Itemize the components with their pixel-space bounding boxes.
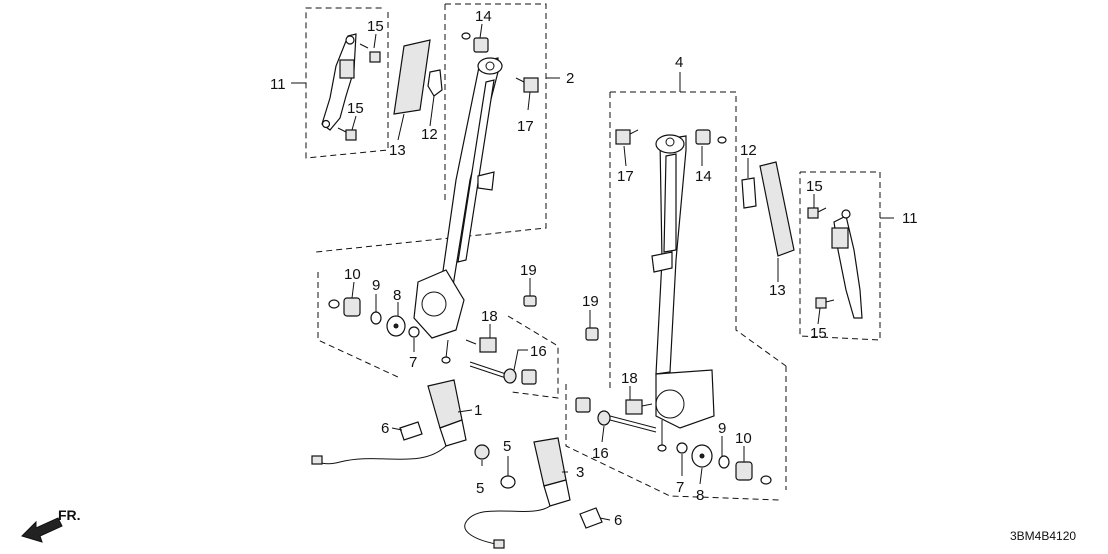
callout-12: 12 (421, 126, 438, 143)
bolt-16-left (469, 361, 517, 384)
callout-10: 10 (735, 430, 752, 447)
cover-13-left (393, 39, 431, 115)
nut-19-right (585, 327, 599, 341)
leader-lines (291, 23, 894, 521)
bolt-15-lower-right (815, 297, 835, 309)
callout-13: 13 (389, 142, 406, 159)
washer-5-upper (474, 444, 490, 460)
cover-13-right (759, 161, 795, 257)
washer-14-left (461, 32, 471, 40)
boot-6-right (579, 507, 603, 529)
boot-6-left (399, 421, 423, 441)
spacer-14-left (473, 37, 489, 53)
diagram-code: 3BM4B4120 (1010, 529, 1076, 543)
bolt-15-upper-left (359, 43, 381, 63)
spacer-10-right (735, 461, 753, 481)
callout-15: 15 (806, 178, 823, 195)
ring-9-right (718, 455, 730, 469)
bolt-18-right (625, 399, 653, 415)
callout-8: 8 (696, 487, 704, 504)
callout-15: 15 (810, 325, 827, 342)
callout-6: 6 (381, 420, 389, 437)
buckle-3 (464, 437, 571, 549)
cap-left (521, 369, 537, 385)
washer-7-right (676, 442, 688, 454)
front-direction-arrow: FR. (21, 507, 81, 543)
callout-16: 16 (530, 343, 547, 360)
bolt-15-upper-right (807, 207, 827, 219)
bolt-17-right (615, 129, 639, 145)
callout-13: 13 (769, 282, 786, 299)
upper-anchor-right (831, 209, 863, 319)
washer-5-lower (500, 475, 516, 489)
guide-12-right (741, 177, 757, 209)
callout-19: 19 (582, 293, 599, 310)
seat-belt-right (651, 134, 715, 452)
callout-1: 1 (474, 402, 482, 419)
washer-small-right (760, 475, 772, 485)
washer-small-left (328, 299, 340, 309)
spacer-14-right (695, 129, 711, 145)
upper-anchor-left (321, 33, 357, 131)
callout-15: 15 (347, 100, 364, 117)
bolt-15-lower-left (337, 127, 357, 141)
callout-2: 2 (566, 70, 574, 87)
callout-10: 10 (344, 266, 361, 283)
callout-5: 5 (476, 480, 484, 497)
callout-16: 16 (592, 445, 609, 462)
callout-14: 14 (695, 168, 712, 185)
callout-6: 6 (614, 512, 622, 529)
callout-17: 17 (517, 118, 534, 135)
callout-11: 11 (270, 76, 286, 93)
callout-14: 14 (475, 8, 492, 25)
callout-7: 7 (409, 354, 417, 371)
callout-9: 9 (372, 277, 380, 294)
bolt-17-left (515, 77, 539, 93)
callout-17: 17 (617, 168, 634, 185)
group-outlines (305, 3, 881, 501)
washer-14-right (717, 136, 727, 144)
callout-12: 12 (740, 142, 757, 159)
ring-9-left (370, 311, 382, 325)
spacer-10-left (343, 297, 361, 317)
callout-9: 9 (718, 420, 726, 437)
bolt-18-left (465, 337, 497, 353)
callout-8: 8 (393, 287, 401, 304)
callout-11: 11 (902, 210, 918, 227)
seat-belt-left (413, 57, 503, 364)
callout-3: 3 (576, 464, 584, 481)
bolt-16-right (597, 410, 657, 433)
guide-12-left (427, 69, 443, 97)
nut-19-left (523, 295, 537, 307)
buckle-1 (311, 379, 467, 465)
callout-18: 18 (621, 370, 638, 387)
cap-right (575, 397, 591, 413)
front-direction-label: FR. (58, 507, 81, 523)
washer-7-left (408, 326, 420, 338)
callout-7: 7 (676, 479, 684, 496)
callout-18: 18 (481, 308, 498, 325)
callout-5: 5 (503, 438, 511, 455)
callout-15: 15 (367, 18, 384, 35)
callout-19: 19 (520, 262, 537, 279)
callout-labels: 14 15 11 15 13 12 2 17 4 17 14 12 15 11 … (270, 8, 918, 529)
callout-4: 4 (675, 54, 683, 71)
